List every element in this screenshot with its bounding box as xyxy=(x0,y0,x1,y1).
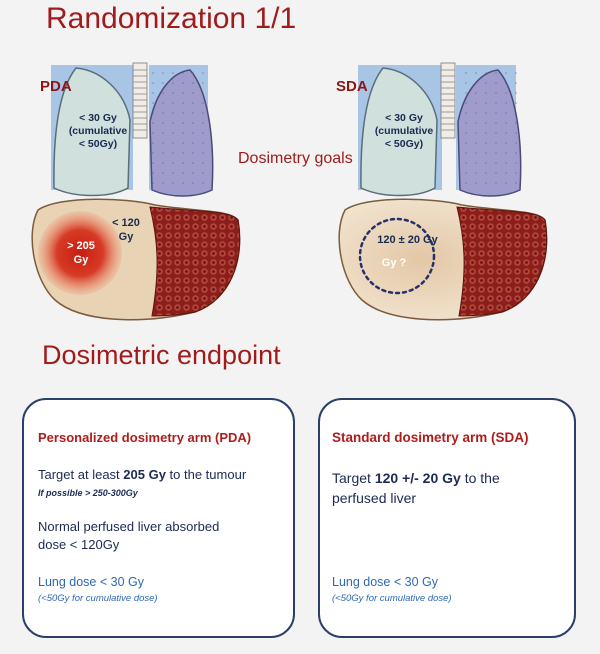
pda-liver-line1: < 120 xyxy=(112,217,140,229)
pda-card-heading: Personalized dosimetry arm (PDA) xyxy=(38,430,252,445)
sda-lung-line3: < 50Gy) xyxy=(384,138,424,150)
dosimetry-goals-label: Dosimetry goals xyxy=(238,150,353,167)
pda-target-note: If possible > 250-300Gy xyxy=(38,488,138,498)
pda-lung-dose: Lung dose < 30 Gy xyxy=(38,575,144,589)
pda-card: Personalized dosimetry arm (PDA) Target … xyxy=(22,398,295,638)
sda-tumour-dose-label: Gy ? xyxy=(381,257,407,269)
sda-target-post: to the xyxy=(460,470,500,486)
pda-lung-note: (<50Gy for cumulative dose) xyxy=(38,593,158,604)
pda-normal-line1: Normal perfused liver absorbed xyxy=(38,519,220,534)
pda-normal-line2: dose < 120Gy xyxy=(38,537,120,552)
pda-lung-line3: < 50Gy) xyxy=(78,138,118,150)
sda-target-line2: perfused liver xyxy=(332,490,417,506)
pda-tumour-line1: > 205 xyxy=(67,240,95,252)
page-title: Randomization 1/1 xyxy=(46,2,297,35)
sda-illustration xyxy=(333,60,563,330)
sda-liver-dose-label: 120 ± 20 Gy xyxy=(377,234,438,246)
pda-target-pre: Target at least xyxy=(38,467,124,482)
pda-lung-line2: (cumulative xyxy=(68,125,128,137)
sda-tag: SDA xyxy=(336,78,368,95)
sda-card-heading: Standard dosimetry arm (SDA) xyxy=(332,430,529,445)
pda-normal-liver-text: Normal perfused liver absorbed dose < 12… xyxy=(38,518,288,554)
sda-anatomy-graphic xyxy=(338,62,548,321)
sda-lung-dose: Lung dose < 30 Gy xyxy=(332,575,438,589)
pda-target-post: to the tumour xyxy=(165,467,247,482)
pda-liver-line2: Gy xyxy=(118,231,134,243)
pda-liver-label: < 120 Gy xyxy=(106,216,146,244)
sda-target-text: Target 120 +/- 20 Gy to the perfused liv… xyxy=(332,468,567,508)
sda-lung-label: < 30 Gy (cumulative < 50Gy) xyxy=(364,112,444,151)
sda-lung-line1: < 30 Gy xyxy=(385,112,423,124)
sda-target-bold: 120 +/- 20 Gy xyxy=(374,470,461,486)
endpoint-title: Dosimetric endpoint xyxy=(42,340,281,370)
pda-illustration xyxy=(20,60,250,330)
pda-target-bold: 205 Gy xyxy=(123,467,166,482)
pda-target-text: Target at least 205 Gy to the tumour xyxy=(38,466,246,484)
pda-tag: PDA xyxy=(40,78,72,95)
sda-target-pre: Target xyxy=(332,470,375,486)
sda-card: Standard dosimetry arm (SDA) Target 120 … xyxy=(318,398,576,638)
pda-tumour-line2: Gy xyxy=(73,254,89,266)
pda-lung-label: < 30 Gy (cumulative < 50Gy) xyxy=(58,112,138,151)
sda-lung-line2: (cumulative xyxy=(374,125,434,137)
sda-lung-note: (<50Gy for cumulative dose) xyxy=(332,593,452,604)
pda-anatomy-graphic xyxy=(31,62,241,321)
pda-tumour-label: > 205 Gy xyxy=(62,239,100,267)
pda-lung-line1: < 30 Gy xyxy=(79,112,117,124)
